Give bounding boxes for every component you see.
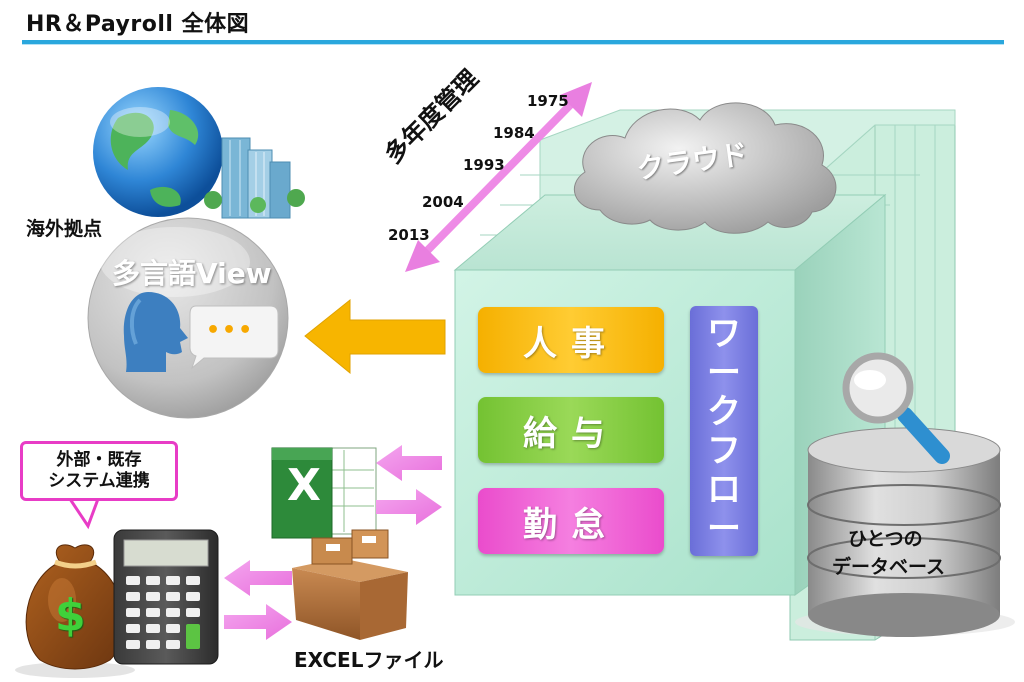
timeline-arrow xyxy=(405,82,592,272)
title-divider xyxy=(22,40,1004,45)
page-title: HR＆Payroll 全体図 xyxy=(26,12,250,37)
year-label: 2013 xyxy=(388,226,430,244)
year-label: 1984 xyxy=(493,124,535,142)
calculator-icon xyxy=(113,529,219,665)
module-payroll: 給与 xyxy=(478,397,664,463)
database-label-line1: ひとつの xyxy=(848,528,923,550)
callout-line1: 外部・既存 xyxy=(56,449,142,470)
workflow-char: フ xyxy=(707,430,741,471)
workflow-char: ロ xyxy=(707,469,741,510)
workflow-char: ワ xyxy=(707,313,741,354)
pink-arrows-excel-modules xyxy=(376,445,442,525)
year-label: 1993 xyxy=(463,156,505,174)
speech-dots: ••• xyxy=(206,318,255,343)
money-bag-icon xyxy=(15,544,135,678)
year-label: 1975 xyxy=(527,92,569,110)
orange-arrow-left xyxy=(304,298,446,375)
cardboard-box-icon xyxy=(292,529,408,640)
database-label-line2: データベース xyxy=(832,556,946,578)
workflow-char: ク xyxy=(707,391,741,432)
cloud-shape xyxy=(573,102,837,234)
callout-line2: システム連携 xyxy=(48,471,150,491)
speech-bubble-icon xyxy=(189,305,279,370)
workflow-char: ー xyxy=(707,352,741,393)
dollar-symbol: $ xyxy=(55,590,86,641)
excel-icon xyxy=(271,447,377,539)
workflow-char: ー xyxy=(707,508,741,549)
multilingual-view-label: 多言語View xyxy=(112,257,272,290)
excel-file-label: EXCELファイル xyxy=(294,648,444,672)
module-attendance: 勤怠 xyxy=(478,488,664,554)
globe-icon xyxy=(93,87,223,217)
callout-tail xyxy=(67,497,101,530)
external-systems-callout: 外部・既存 システム連携 xyxy=(20,441,178,501)
pink-arrows-calculator-box xyxy=(224,560,292,640)
database-icon xyxy=(795,427,1015,637)
buildings-icon xyxy=(204,137,305,219)
year-label: 2004 xyxy=(422,193,464,211)
speaking-person-icon xyxy=(123,292,188,372)
magnifier-icon xyxy=(842,352,950,464)
overseas-label: 海外拠点 xyxy=(26,218,103,240)
workflow-bar: ワ ー ク フ ロ ー xyxy=(690,306,758,556)
module-hr: 人事 xyxy=(478,307,664,373)
excel-icon-letter: X xyxy=(287,460,321,511)
